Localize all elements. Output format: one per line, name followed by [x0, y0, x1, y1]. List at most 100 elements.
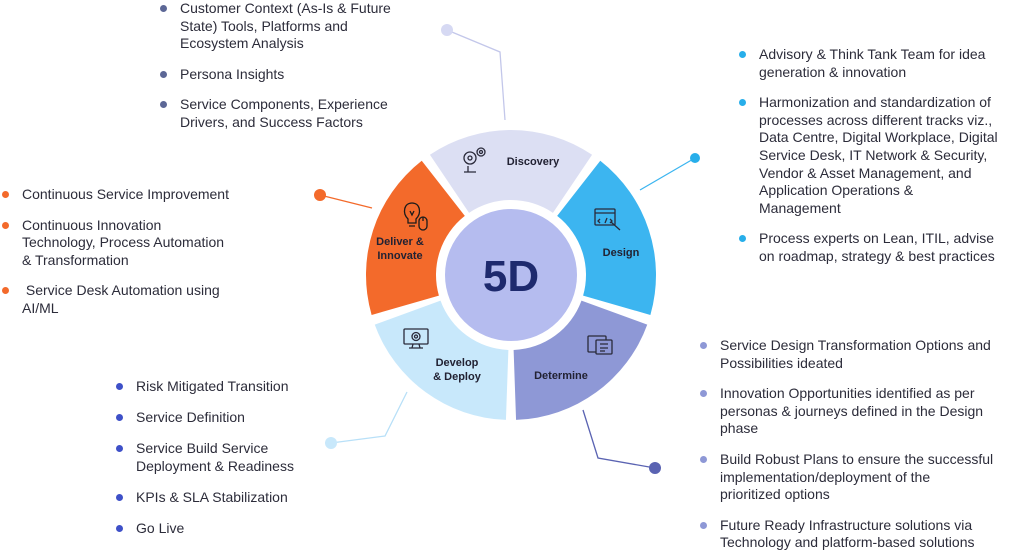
determine-connector-line: [582, 409, 656, 469]
segment-label-line: & Deploy: [433, 371, 482, 383]
determine-list-item: Innovation Opportunities identified as p…: [698, 385, 1024, 438]
bullet-dot: [700, 342, 707, 349]
center-label: 5D: [483, 252, 539, 301]
list-item-line: Build Robust Plans to ensure the success…: [720, 450, 994, 467]
discovery-connector-dot: [441, 24, 453, 36]
list-item-line: Innovation Opportunities identified as p…: [720, 385, 975, 402]
segment-label-line: Design: [603, 247, 640, 259]
determine-connector-dot: [649, 462, 661, 474]
list-item-line: Deployment & Readiness: [136, 457, 294, 474]
bullet-dot: [700, 390, 707, 398]
list-item-line: Management: [759, 199, 841, 216]
list-item-line: State) Tools, Platforms and: [180, 17, 348, 34]
list-item-line: Service Build Service: [136, 440, 269, 457]
list-item-line: Vendor & Asset Management, and: [759, 164, 972, 181]
center-circle: [445, 209, 577, 341]
design-connector-dot: [690, 153, 700, 163]
code-editor-icon: [594, 208, 621, 231]
segment-label-line: Discovery: [507, 156, 560, 168]
segment-label-design: Design: [603, 247, 640, 259]
deliver-connector-line: [319, 194, 373, 209]
determine-list-item: Future Ready Infrastructure solutions vi…: [698, 517, 1024, 552]
bullet-dot: [2, 287, 9, 295]
segment-label-line: Determine: [534, 370, 588, 382]
list-item-line: Go Live: [136, 519, 185, 536]
list-item-line: AI/ML: [22, 299, 59, 316]
segment-label-line: Develop: [436, 357, 479, 369]
list-item-line: & Transformation: [22, 251, 129, 268]
bullet-dot: [160, 5, 167, 12]
list-item-line: implementation/deployment of the: [720, 468, 931, 485]
list-item-line: Customer Context (As-Is & Future: [180, 0, 391, 16]
bullet-dot: [116, 524, 123, 532]
bullet-dot: [116, 493, 123, 501]
list-item-line: Technology and platform-based solutions: [720, 534, 975, 551]
list-item-line: Advisory & Think Tank Team for idea: [759, 46, 986, 62]
list-item-line: on roadmap, strategy & best practices: [759, 247, 995, 264]
list-item-line: Data Centre, Digital Workplace, Digital: [759, 129, 998, 146]
bullet-dot: [739, 235, 746, 243]
develop-list-item: KPIs & SLA Stabilization: [114, 489, 344, 507]
segment-determine: [513, 300, 648, 420]
list-item-line: Continuous Service Improvement: [22, 186, 229, 202]
list-item-line: Service Definition: [136, 409, 245, 426]
list-item-line: Harmonization and standardization of: [759, 94, 991, 111]
list-item-line: generation & innovation: [759, 63, 907, 80]
develop-list-item: Risk Mitigated Transition: [114, 378, 344, 396]
list-item-line: Continuous Innovation: [22, 216, 162, 233]
discovery-connector-line: [446, 29, 506, 121]
deliver-list-item: Continuous Service Improvement: [0, 186, 260, 204]
bullet-dot: [739, 99, 746, 107]
lightbulb-mouse-icon: [403, 202, 428, 231]
segment-label-develop: Develop & Deploy: [433, 357, 482, 383]
list-item-line: Future Ready Infrastructure solutions vi…: [720, 516, 973, 533]
determine-list-item: Service Design Transformation Options an…: [698, 337, 1024, 372]
determine-list: Service Design Transformation Options an…: [698, 337, 1024, 552]
segment-label-discovery: Discovery: [507, 156, 560, 168]
list-item-line: Risk Mitigated Transition: [136, 378, 289, 394]
segment-label-line: Deliver &: [376, 236, 424, 248]
list-item-line: Technology, Process Automation: [22, 234, 225, 251]
list-item-line: Persona Insights: [180, 65, 285, 82]
monitor-gear-icon: [403, 328, 429, 349]
bullet-dot: [160, 70, 167, 78]
bullet-dot: [2, 221, 9, 229]
list-item-line: processes across different tracks viz.,: [759, 111, 993, 128]
bullet-dot: [160, 101, 167, 109]
list-item-line: Process experts on Lean, ITIL, advise: [759, 230, 995, 247]
deliver-connector-dot: [314, 189, 326, 201]
discovery-list-item: Persona Insights: [158, 66, 428, 84]
list-item-line: Service Components, Experience: [180, 96, 388, 113]
list-item-line: Service Design Transformation Options an…: [720, 337, 991, 353]
design-connector-line: [639, 157, 696, 191]
document-checklist-icon: [587, 335, 613, 355]
segment-deliver: [366, 160, 465, 315]
list-item-line: Possibilities ideated: [720, 354, 843, 371]
bullet-dot: [700, 455, 707, 463]
develop-connector-line: [330, 391, 408, 444]
list-item-line: Application Operations &: [759, 182, 914, 199]
develop-list-item: Service Definition: [114, 409, 344, 427]
segment-design: [557, 160, 656, 315]
segment-label-deliver: Deliver &Innovate: [376, 236, 424, 262]
segment-discovery: [429, 130, 593, 213]
list-item-line: personas & journeys defined in the Desig…: [720, 402, 984, 419]
list-item-line: Service Desk Automation using: [22, 282, 220, 299]
list-item-line: KPIs & SLA Stabilization: [136, 488, 288, 505]
list-item-line: Drivers, and Success Factors: [180, 113, 363, 130]
develop-list-item: Go Live: [114, 520, 344, 538]
bullet-dot: [116, 414, 123, 422]
gears-icon: [463, 147, 486, 173]
